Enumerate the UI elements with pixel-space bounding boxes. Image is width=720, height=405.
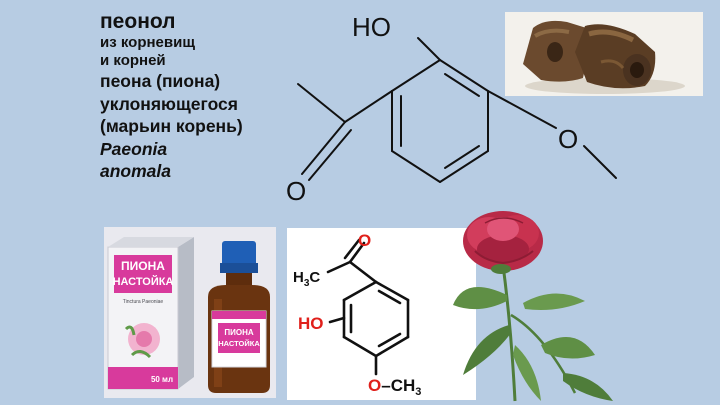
peony-flower-illustration: [453, 211, 613, 402]
ring-bond: [391, 59, 441, 92]
title-latin-genus: Paeonia: [100, 138, 168, 159]
acetyl-bond: [348, 260, 378, 284]
title-plant-line3: (марьин корень): [100, 116, 243, 136]
methoxy-bond: [487, 90, 557, 129]
paeonol-skeletal-structure: HO O O: [286, 12, 617, 206]
carbonyl-double-bond: [348, 241, 366, 264]
ring-double-bond: [444, 145, 480, 169]
title-plant-line1: пеона (пиона): [100, 71, 221, 91]
box-label-latin: Tinctura Paeoniae: [123, 299, 164, 305]
dried-root-image: [523, 20, 685, 94]
label-methoxy-oxygen: O: [558, 124, 578, 154]
label-hydroxyl: HO: [352, 12, 391, 42]
label-carbonyl-oxygen: O: [358, 231, 371, 250]
hydroxyl-bond: [417, 37, 441, 61]
bottle-label-line2: НАСТОЙКА: [218, 339, 260, 348]
ring-bond: [342, 335, 378, 358]
label-methoxy: O–CH3: [368, 376, 421, 398]
carbonyl-double-bond: [343, 238, 361, 260]
ring-bond: [439, 150, 489, 183]
dried-root-photo: [505, 12, 703, 96]
bottle-label-line1: ПИОНА: [224, 328, 254, 337]
ring-bond: [342, 280, 378, 302]
title-compound: пеонол: [100, 10, 176, 33]
title-plant-line2: уклоняющегося: [100, 93, 238, 114]
tincture-image: ПИОНА НАСТОЙКА Tinctura Paeoniae 50 мл П…: [104, 227, 276, 398]
paeonol-structure-colored: H3C O HO O–CH3: [293, 231, 421, 398]
ring-double-bond: [444, 73, 480, 97]
methyl-bond: [297, 83, 346, 123]
ring-bond: [439, 59, 489, 92]
title-source-line2: и корней: [100, 52, 166, 69]
ring-double-bond: [377, 332, 402, 348]
label-hydroxyl: HO: [298, 314, 324, 333]
methoxy-methyl-bond: [583, 145, 617, 179]
acetyl-bond: [344, 90, 393, 123]
label-methyl: H3C: [293, 269, 320, 289]
carbonyl-double-bond: [308, 129, 352, 181]
tincture-product-photo: ПИОНА НАСТОЙКА Tinctura Paeoniae 50 мл П…: [104, 227, 276, 398]
paeonol-structure-panel: H3C O HO O–CH3: [287, 228, 476, 400]
hydroxyl-bond: [328, 316, 346, 324]
carbonyl-double-bond: [301, 121, 346, 175]
title-source-line1: из корневищ: [100, 34, 195, 51]
title-block: пеонол из корневищ и корней пеона (пиона…: [100, 10, 300, 183]
ring-bond: [374, 280, 410, 302]
label-carbonyl-oxygen: O: [286, 176, 306, 206]
title-latin-species: anomala: [100, 161, 171, 181]
methyl-bond: [326, 260, 352, 274]
ring-bond: [374, 335, 410, 358]
ring-bond: [391, 150, 441, 183]
box-label-volume: 50 мл: [151, 375, 173, 384]
box-label-line1: ПИОНА: [121, 259, 165, 273]
ring-double-bond: [377, 289, 402, 305]
box-label-line2: НАСТОЙКА: [113, 275, 174, 288]
